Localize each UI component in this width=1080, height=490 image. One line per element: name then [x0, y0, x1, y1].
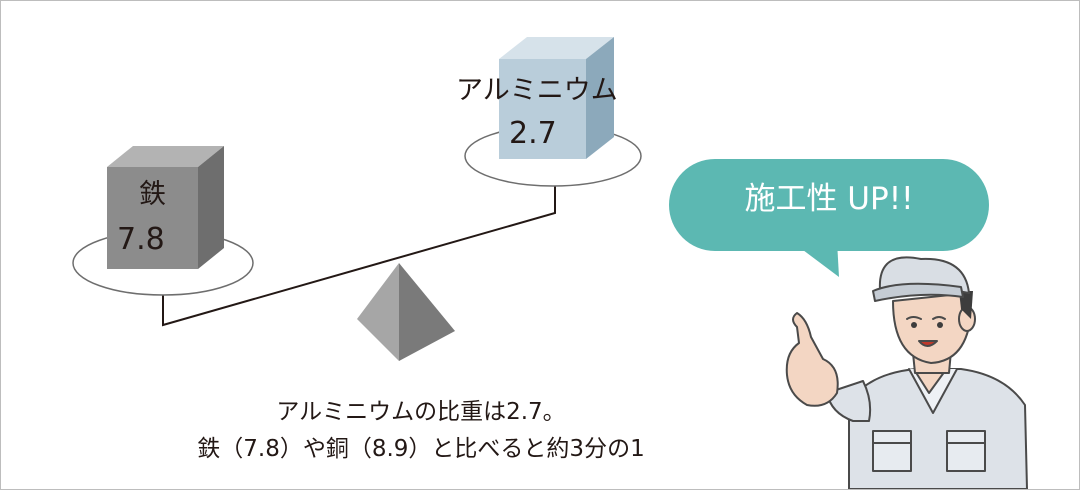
aluminium-name: アルミニウム — [456, 75, 618, 106]
caption-line-1: アルミニウムの比重は2.7。 — [276, 399, 566, 425]
aluminium-block — [499, 37, 614, 159]
fulcrum — [357, 263, 455, 361]
iron-name: 鉄 — [139, 179, 166, 210]
iron-value: 7.8 — [117, 222, 165, 257]
bubble-text: 施工性 UP!! — [744, 181, 914, 217]
balance-beam — [162, 181, 556, 327]
caption-line-2: 鉄（7.8）や銅（8.9）と比べると約3分の1 — [197, 436, 645, 462]
aluminium-value: 2.7 — [509, 116, 557, 151]
worker-illustration — [785, 256, 1028, 489]
iron-block — [107, 146, 224, 269]
speech-bubble — [669, 159, 989, 277]
